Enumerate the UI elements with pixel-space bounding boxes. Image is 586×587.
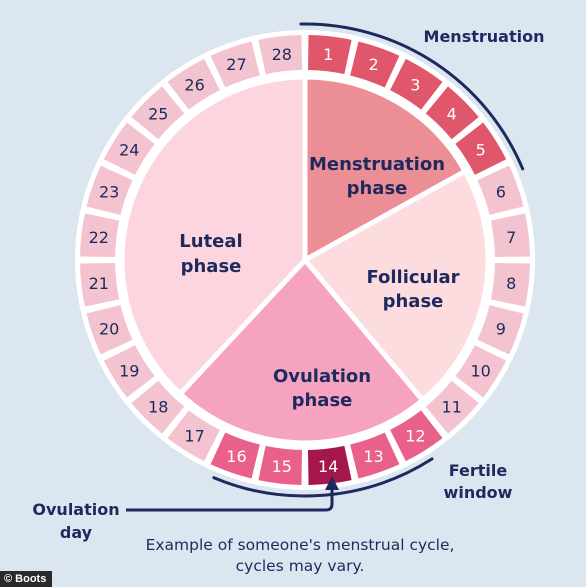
day-label-5: 5 [476, 141, 486, 160]
day-label-15: 15 [272, 457, 292, 476]
day-segment-5 [455, 122, 507, 175]
ovulation-day-line2: day [60, 523, 93, 542]
phase-menstruation-line1: Menstruation [309, 154, 445, 175]
day-label-26: 26 [184, 75, 204, 94]
phase-sectors [119, 74, 491, 446]
day-segment-24 [103, 122, 155, 175]
phase-sector-menstruation [302, 74, 468, 263]
phase-ovulation-line2: phase [292, 390, 353, 411]
day-segment-28 [258, 35, 303, 75]
day-label-16: 16 [226, 447, 246, 466]
day-segment-23 [86, 165, 133, 215]
day-label-6: 6 [496, 182, 506, 201]
menstruation-label: Menstruation [424, 27, 545, 46]
image-credit: © Boots [0, 571, 53, 587]
phase-follicular-label: Follicular phase [366, 267, 459, 312]
day-segment-15 [258, 445, 303, 485]
day-segment-20 [86, 305, 133, 355]
day-segment-11 [425, 380, 479, 434]
phase-ovulation-line1: Ovulation [273, 366, 371, 387]
day-label-9: 9 [496, 320, 506, 339]
day-segment-4 [425, 86, 479, 140]
fertile-window-line2: window [444, 483, 513, 502]
day-segment-12 [390, 410, 443, 462]
day-segment-27 [210, 41, 260, 88]
day-label-19: 19 [119, 361, 139, 380]
day-segment-18 [131, 380, 185, 434]
day-segment-19 [103, 345, 155, 398]
day-labels: 1234567891011121314151617181920212223242… [89, 45, 517, 476]
phase-luteal-label: Luteal phase [179, 231, 242, 277]
day-segments [80, 35, 530, 485]
day-segment-25 [131, 86, 185, 140]
day-segment-3 [390, 58, 443, 110]
day-label-25: 25 [148, 104, 168, 123]
caption-line2: cycles may vary. [236, 557, 365, 575]
day-label-2: 2 [368, 55, 378, 74]
day-label-1: 1 [323, 45, 333, 64]
phase-menstruation-label: Menstruation phase [309, 154, 445, 199]
day-label-14: 14 [318, 457, 338, 476]
phase-menstruation-line2: phase [347, 178, 408, 199]
phase-follicular-line2: phase [383, 291, 444, 312]
day-segment-13 [350, 432, 400, 479]
day-label-10: 10 [471, 361, 491, 380]
day-label-18: 18 [148, 398, 168, 417]
phase-sector-ovulation [177, 257, 426, 446]
day-label-27: 27 [226, 55, 246, 74]
ovulation-day-pointer-line [126, 486, 334, 512]
day-segment-1 [307, 35, 352, 75]
day-label-3: 3 [410, 75, 420, 94]
ovulation-day-line1: Ovulation [32, 500, 119, 519]
day-segment-6 [477, 165, 524, 215]
day-segment-16 [210, 432, 260, 479]
day-label-12: 12 [405, 427, 425, 446]
day-segment-22 [80, 213, 120, 258]
day-label-8: 8 [506, 274, 516, 293]
fertile-window-bracket-arc [212, 457, 434, 498]
day-label-23: 23 [99, 182, 119, 201]
day-label-11: 11 [442, 398, 462, 417]
phase-ovulation-label: Ovulation phase [273, 366, 371, 411]
phase-sector-luteal [119, 74, 308, 397]
phase-luteal-line2: phase [181, 256, 242, 277]
ovulation-day-pointer-arrowhead [325, 476, 339, 490]
day-label-22: 22 [89, 228, 109, 247]
day-label-4: 4 [447, 104, 457, 123]
day-segment-7 [490, 213, 530, 258]
day-label-24: 24 [119, 141, 139, 160]
day-segment-9 [477, 305, 524, 355]
fertile-window-line1: Fertile [449, 461, 508, 480]
phase-luteal-line1: Luteal [179, 231, 242, 252]
phase-follicular-line1: Follicular [366, 267, 459, 288]
day-segment-21 [80, 262, 120, 307]
day-label-21: 21 [89, 274, 109, 293]
day-segment-26 [167, 58, 220, 110]
day-segment-14 [307, 445, 352, 485]
day-label-28: 28 [272, 45, 292, 64]
day-segment-8 [490, 262, 530, 307]
day-segment-2 [350, 41, 400, 88]
day-label-7: 7 [506, 228, 516, 247]
phase-sector-follicular [302, 168, 491, 403]
caption-line1: Example of someone's menstrual cycle, [146, 536, 455, 554]
day-segment-10 [455, 345, 507, 398]
day-label-13: 13 [363, 447, 383, 466]
day-segment-17 [167, 410, 220, 462]
day-label-17: 17 [184, 427, 204, 446]
day-label-20: 20 [99, 320, 119, 339]
menstruation-bracket-arc [299, 22, 525, 171]
